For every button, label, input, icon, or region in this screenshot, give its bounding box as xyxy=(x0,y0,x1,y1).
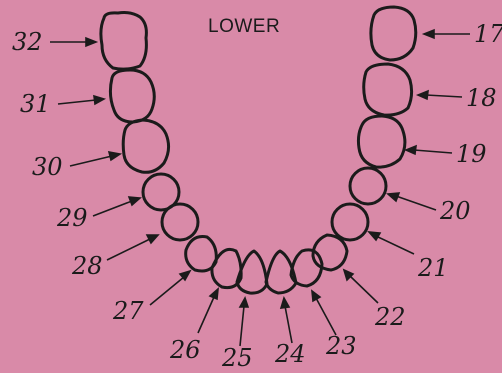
tooth-21 xyxy=(332,204,368,240)
tooth-label-26: 26 xyxy=(170,338,201,362)
arrow-26 xyxy=(198,289,218,333)
arrow-20 xyxy=(388,193,436,210)
tooth-label-17: 17 xyxy=(474,22,502,46)
arrow-17 xyxy=(424,30,470,38)
arrow-27 xyxy=(150,271,190,305)
tooth-label-18: 18 xyxy=(466,86,497,110)
tooth-label-21: 21 xyxy=(418,256,449,280)
tooth-18 xyxy=(364,64,412,115)
tooth-label-25: 25 xyxy=(222,346,253,370)
tooth-20 xyxy=(350,168,386,204)
arrow-21 xyxy=(369,232,414,254)
tooth-17 xyxy=(371,7,416,60)
tooth-label-20: 20 xyxy=(440,199,471,223)
tooth-30 xyxy=(123,120,168,172)
tooth-label-30: 30 xyxy=(32,155,63,179)
arrow-24 xyxy=(281,298,292,343)
tooth-label-27: 27 xyxy=(113,299,144,323)
arrow-31 xyxy=(58,96,104,104)
tooth-32 xyxy=(101,13,147,70)
tooth-label-19: 19 xyxy=(456,142,487,166)
arrow-18 xyxy=(418,91,462,99)
arrow-28 xyxy=(107,235,158,260)
arrow-29 xyxy=(93,197,140,216)
tooth-label-22: 22 xyxy=(375,305,406,329)
arrow-32 xyxy=(50,38,96,46)
tooth-25 xyxy=(237,251,267,293)
arrow-30 xyxy=(70,152,120,166)
arrow-25 xyxy=(240,298,248,346)
tooth-label-24: 24 xyxy=(275,342,306,366)
tooth-label-32: 32 xyxy=(12,30,43,54)
tooth-23 xyxy=(291,250,322,286)
arrow-23 xyxy=(312,291,336,335)
tooth-19 xyxy=(358,116,404,167)
tooth-label-29: 29 xyxy=(57,206,88,230)
tooth-28 xyxy=(162,204,198,240)
arrow-22 xyxy=(344,270,378,303)
tooth-label-31: 31 xyxy=(20,92,51,116)
arrow-19 xyxy=(406,146,452,154)
tooth-31 xyxy=(110,70,154,122)
tooth-label-23: 23 xyxy=(326,334,357,358)
tooth-label-28: 28 xyxy=(72,254,103,278)
